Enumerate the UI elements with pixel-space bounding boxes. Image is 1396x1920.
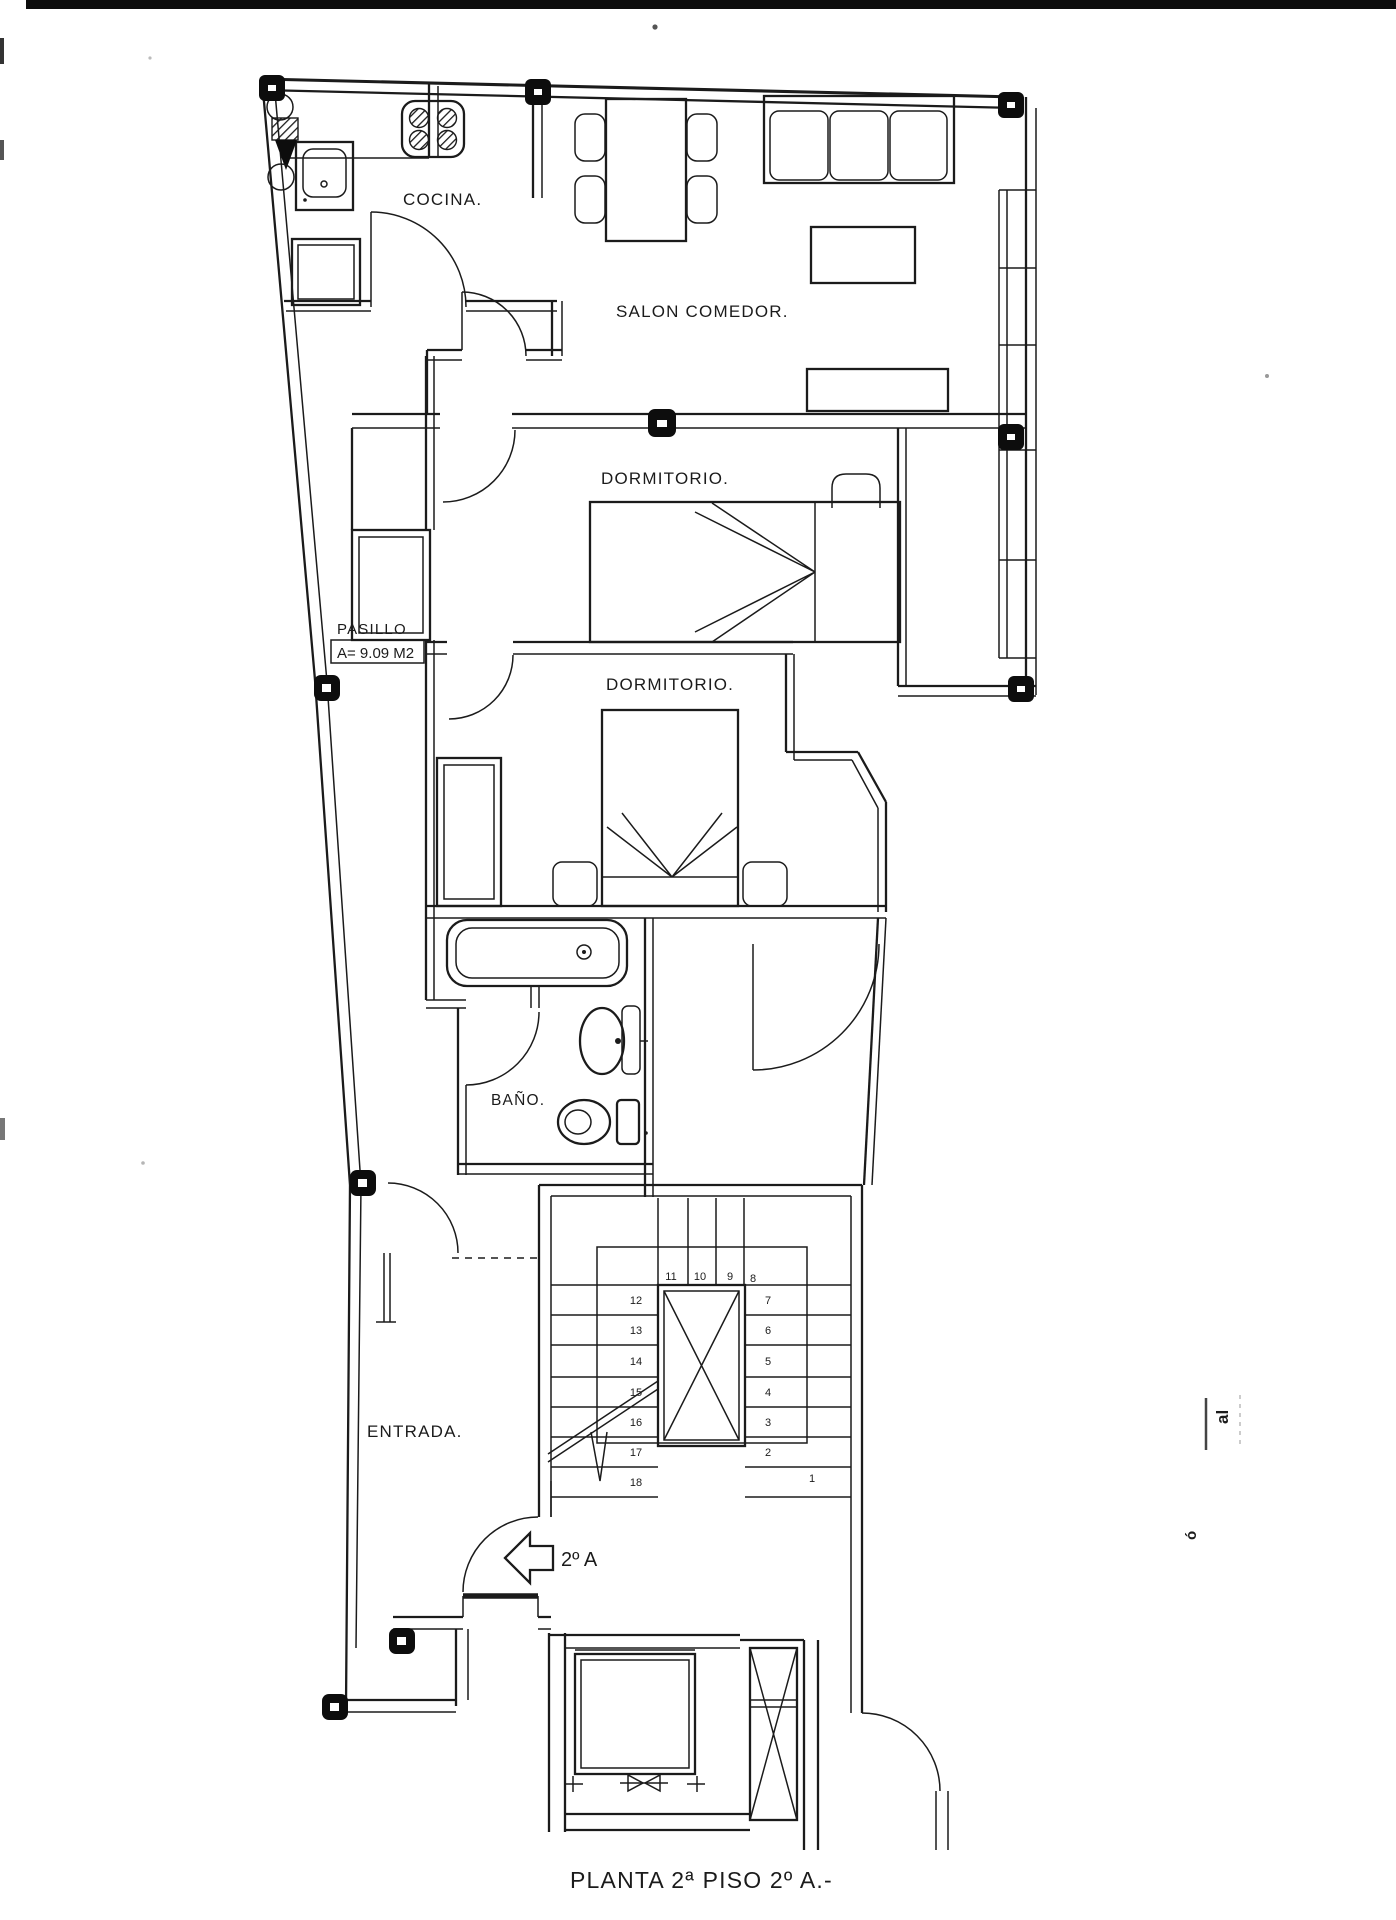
- kitchen: COCINA.: [266, 84, 557, 312]
- margin-notes: al ó: [1183, 1395, 1241, 1540]
- hall-door: [376, 1182, 459, 1323]
- shaft-symbol: [748, 1646, 799, 1822]
- kitchen-label: COCINA.: [403, 190, 482, 209]
- step-number: 17: [630, 1447, 642, 1459]
- pillar-marker: [322, 1694, 348, 1720]
- hallway-area-box: [330, 639, 425, 664]
- nightstand-symbol: [552, 861, 598, 907]
- hallway: PASILLO A= 9.09 M2: [330, 356, 435, 664]
- sideboard-symbol: [805, 367, 950, 413]
- step-number: 2: [765, 1447, 771, 1459]
- pillar-marker: [998, 424, 1024, 450]
- cabinet-symbol: [290, 237, 362, 307]
- dining-table-symbol: [574, 97, 718, 243]
- bathroom-label: BAÑO.: [491, 1092, 545, 1109]
- hallway-label: PASILLO: [337, 621, 407, 638]
- margin-note: al: [1213, 1410, 1232, 1424]
- sink-symbol: [294, 140, 355, 212]
- bedroom2-door: [448, 654, 514, 720]
- exterior-walls: [260, 77, 1037, 1707]
- coffee-table-symbol: [809, 225, 917, 285]
- pillar-marker: [1008, 676, 1034, 702]
- plan-title: PLANTA 2ª PISO 2º A.-: [570, 1867, 833, 1893]
- double-bed-symbol: [552, 708, 788, 908]
- pillar-marker: [389, 1628, 415, 1654]
- step-number: 12: [630, 1295, 642, 1307]
- sofa-symbol: [762, 94, 956, 185]
- pillar-marker: [314, 675, 340, 701]
- elevator-block: [547, 1633, 949, 1850]
- living-room-label: SALON COMEDOR.: [616, 302, 789, 321]
- entry-hall: ENTRADA.: [367, 1182, 537, 1441]
- bedroom1-door: [442, 429, 516, 503]
- step-number: 15: [630, 1387, 642, 1399]
- pillar-marker: [259, 75, 285, 101]
- toilet-symbol: [556, 1098, 648, 1146]
- step-number: 16: [630, 1417, 642, 1429]
- apartment-entrance: 2º A: [338, 1481, 598, 1713]
- scan-artifacts: [0, 0, 1396, 1165]
- step-number: 3: [765, 1417, 771, 1429]
- pillar-marker: [525, 79, 551, 105]
- step-number: 14: [630, 1356, 642, 1368]
- stove-symbol: [400, 99, 466, 159]
- step-number: 13: [630, 1325, 642, 1337]
- bedroom-2: DORMITORIO.: [424, 640, 888, 919]
- step-number: 9: [727, 1271, 733, 1283]
- living-room: SALON COMEDOR.: [574, 94, 956, 413]
- landing-door: [861, 1712, 949, 1850]
- margin-note: ó: [1183, 1531, 1200, 1540]
- entry-label: ENTRADA.: [367, 1422, 463, 1441]
- bedroom2-label: DORMITORIO.: [606, 675, 734, 694]
- step-number: 4: [765, 1387, 771, 1399]
- wardrobe-symbol: [435, 756, 503, 908]
- wall-pillar-markers: [259, 75, 1034, 1720]
- pillow-symbol: [831, 473, 881, 508]
- kitchen-door: [370, 211, 467, 308]
- pillar-marker: [350, 1170, 376, 1196]
- bedroom-1: DORMITORIO.: [350, 412, 1026, 686]
- step-number: 5: [765, 1356, 771, 1368]
- washbasin-symbol: [578, 1005, 648, 1076]
- elevator-cab-symbol: [565, 1649, 705, 1793]
- pillar-marker: [998, 92, 1024, 118]
- step-number: 11: [665, 1271, 676, 1283]
- apartment-door-label: 2º A: [561, 1549, 598, 1571]
- bedroom1-label: DORMITORIO.: [601, 469, 729, 488]
- bathroom: BAÑO.: [424, 906, 654, 1197]
- nightstand-symbol: [742, 861, 788, 907]
- bathtub-symbol: [445, 918, 629, 988]
- step-number: 18: [630, 1477, 642, 1489]
- step-number: 8: [750, 1273, 756, 1285]
- stair-direction-arrow: [590, 1431, 608, 1482]
- staircase: 12 13 14 15 16 17 18 11 10 9 8 7 6 5 4 3…: [537, 1183, 864, 1713]
- double-bed-symbol: [588, 473, 902, 644]
- bathroom-door: [465, 1011, 540, 1086]
- step-number: 6: [765, 1325, 771, 1337]
- living-room-door: [461, 291, 527, 357]
- step-number: 7: [765, 1295, 771, 1307]
- pillar-marker: [648, 409, 676, 437]
- step-number: 10: [694, 1271, 706, 1283]
- stair-step-numbers: 12 13 14 15 16 17 18 11 10 9 8 7 6 5 4 3…: [630, 1271, 815, 1489]
- stair-hall: [752, 917, 887, 1186]
- hall-door: [752, 943, 880, 1071]
- hallway-area-label: A= 9.09 M2: [337, 645, 414, 662]
- step-number: 1: [809, 1473, 815, 1485]
- entrance-arrow-icon: [503, 1530, 555, 1586]
